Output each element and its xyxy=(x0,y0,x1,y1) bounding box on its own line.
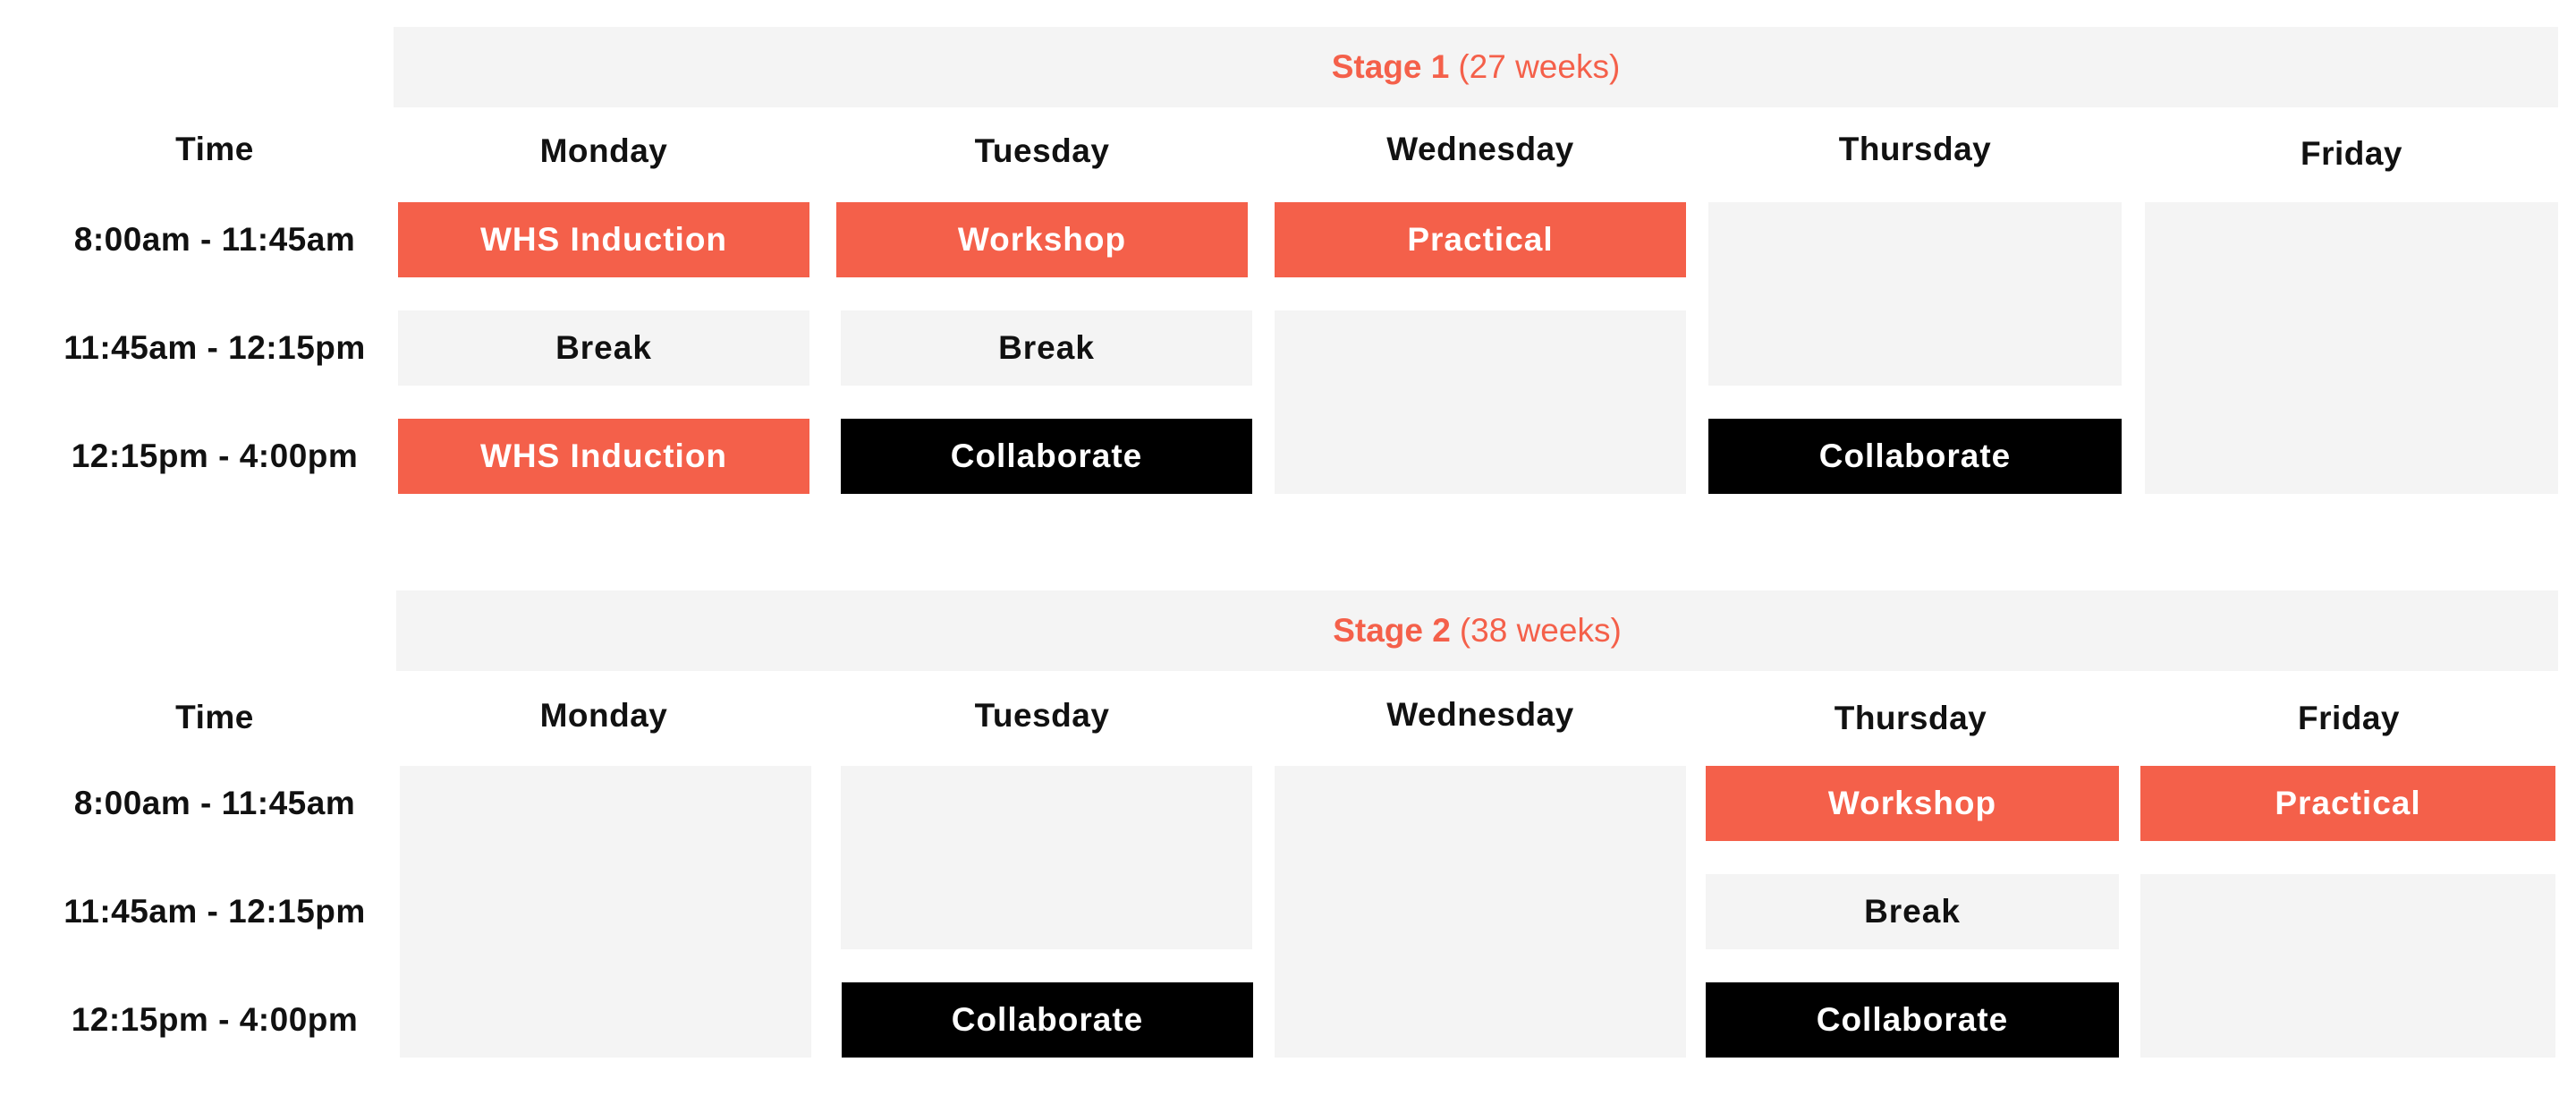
session-practical[interactable]: Practical xyxy=(1275,202,1686,277)
session-whs-induction[interactable]: WHS Induction xyxy=(398,419,809,494)
day-header-thursday: Thursday xyxy=(1834,700,1987,736)
time-column-header: Time xyxy=(175,699,254,735)
day-header-thursday: Thursday xyxy=(1838,131,1992,167)
time-slot-break: 11:45am - 12:15pm xyxy=(64,329,366,366)
day-header-tuesday: Tuesday xyxy=(974,697,1110,734)
empty-slot xyxy=(2145,202,2558,494)
day-header-monday: Monday xyxy=(539,132,668,169)
time-slot-break: 11:45am - 12:15pm xyxy=(64,893,366,930)
empty-slot xyxy=(1275,310,1686,494)
stage-1-title: Stage 1 xyxy=(1331,48,1450,85)
day-header-friday: Friday xyxy=(2300,135,2403,172)
session-workshop[interactable]: Workshop xyxy=(836,202,1248,277)
session-break: Break xyxy=(398,310,809,386)
empty-slot xyxy=(2140,874,2555,1058)
stage-1-header: Stage 1 (27 weeks) xyxy=(394,27,2558,107)
session-collaborate[interactable]: Collaborate xyxy=(842,982,1253,1058)
day-header-wednesday: Wednesday xyxy=(1386,696,1574,733)
time-slot-afternoon: 12:15pm - 4:00pm xyxy=(71,438,359,474)
session-break: Break xyxy=(1706,874,2119,949)
stage-2-header: Stage 2 (38 weeks) xyxy=(396,590,2558,671)
session-workshop[interactable]: Workshop xyxy=(1706,766,2119,841)
stage-1-duration: (27 weeks) xyxy=(1458,48,1621,85)
time-slot-morning: 8:00am - 11:45am xyxy=(73,221,356,258)
empty-slot xyxy=(400,766,811,1058)
day-header-monday: Monday xyxy=(539,697,668,734)
session-collaborate[interactable]: Collaborate xyxy=(1708,419,2122,494)
empty-slot xyxy=(1708,202,2122,386)
session-collaborate[interactable]: Collaborate xyxy=(1706,982,2119,1058)
stage-2-title: Stage 2 xyxy=(1333,612,1451,649)
empty-slot xyxy=(1275,766,1686,1058)
day-header-friday: Friday xyxy=(2297,700,2401,736)
session-collaborate[interactable]: Collaborate xyxy=(841,419,1252,494)
session-break: Break xyxy=(841,310,1252,386)
session-practical[interactable]: Practical xyxy=(2140,766,2555,841)
stage-2-duration: (38 weeks) xyxy=(1459,612,1622,649)
time-slot-afternoon: 12:15pm - 4:00pm xyxy=(71,1001,359,1038)
time-column-header: Time xyxy=(175,131,254,167)
day-header-wednesday: Wednesday xyxy=(1386,131,1574,167)
time-slot-morning: 8:00am - 11:45am xyxy=(73,785,356,821)
session-whs-induction[interactable]: WHS Induction xyxy=(398,202,809,277)
day-header-tuesday: Tuesday xyxy=(974,132,1110,169)
empty-slot xyxy=(841,766,1252,949)
